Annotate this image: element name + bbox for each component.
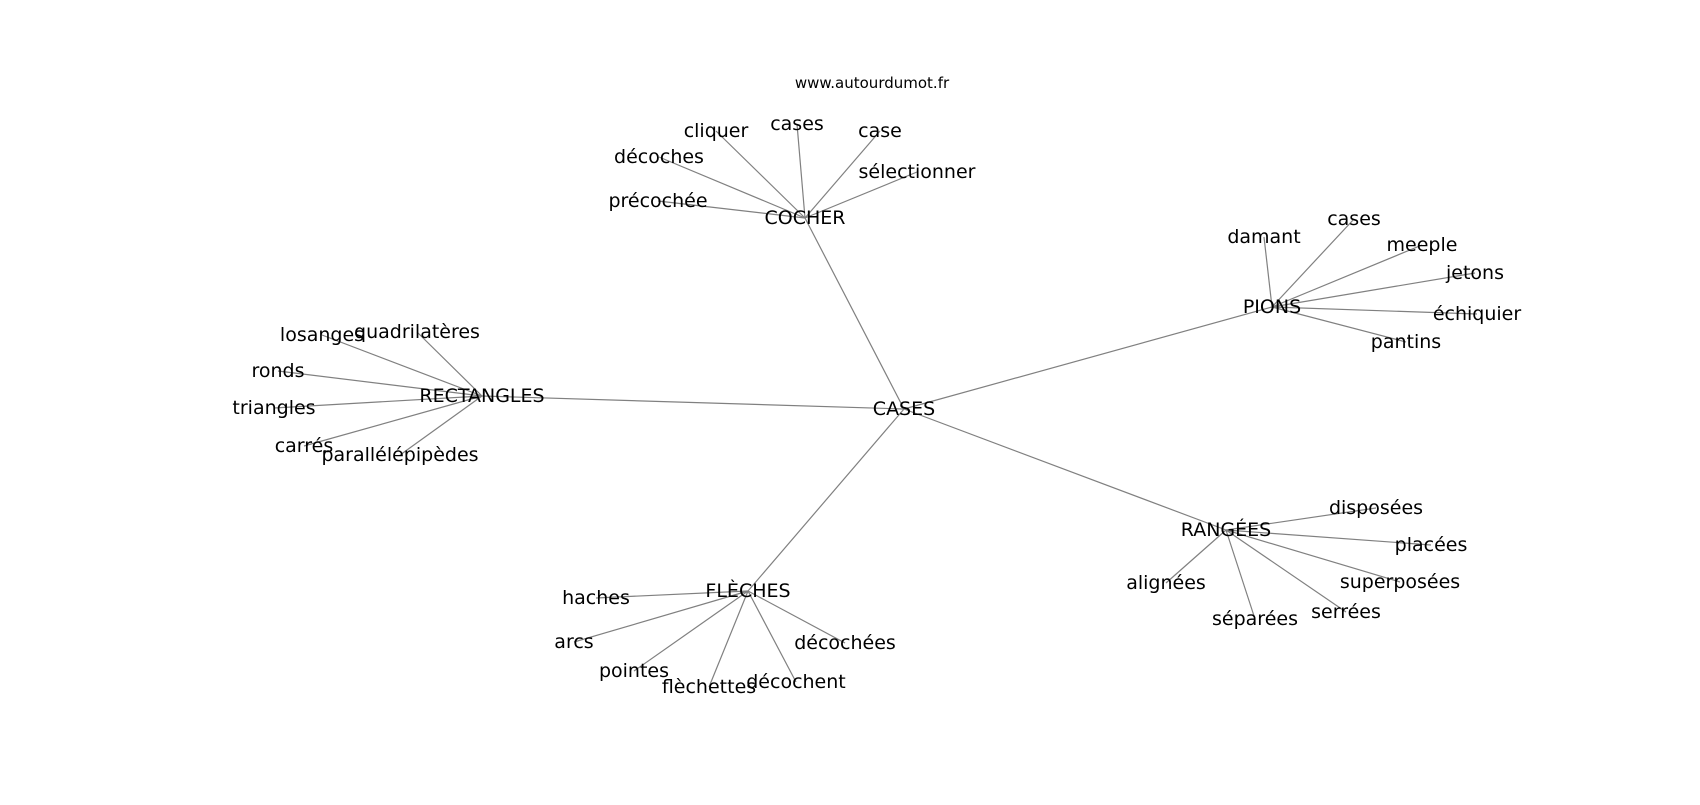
site-url: www.autourdumot.fr [795,74,950,92]
edge-ranges-leaf [1225,529,1256,620]
edge-cocher-leaf [657,200,806,219]
edge-cocher-leaf [804,171,918,219]
edge-pions-leaf [1271,244,1423,308]
edge-ranges-leaf [1225,529,1347,613]
edge-fleches-leaf [747,590,846,644]
leaf-word-rectangles[interactable]: carrés [275,435,334,457]
edge-center-cocher [804,217,905,410]
edge-pions-leaf [1263,236,1273,308]
edge-cocher-leaf [658,156,806,219]
hub-word-cocher[interactable]: COCHER [765,207,846,229]
edge-pions-leaf [1271,306,1407,343]
leaf-word-pions[interactable]: cases [1327,208,1381,230]
leaf-word-cocher[interactable]: cases [770,113,824,135]
leaf-word-pions[interactable]: jetons [1445,262,1504,284]
edge-rectangles-leaf [303,395,483,447]
leaf-word-ranges[interactable]: séparées [1212,608,1298,630]
leaf-word-ranges[interactable]: serrées [1311,601,1381,623]
edge-fleches-leaf [708,590,749,688]
edge-cocher-leaf [715,130,806,219]
edge-cocher-leaf [804,130,881,219]
edge-rectangles-leaf [399,395,483,456]
leaf-word-rectangles[interactable]: ronds [251,360,304,382]
leaf-word-rectangles[interactable]: quadrilatères [354,321,480,343]
edge-center-fleches [747,408,905,592]
leaf-word-fleches[interactable]: haches [562,587,630,609]
leaf-word-fleches[interactable]: flèchettes [662,676,756,698]
graph-labels: cliquer cases case décoches sélectionner préc… [232,113,1521,698]
leaf-word-ranges[interactable]: placées [1395,534,1468,556]
hub-word-ranges[interactable]: RANGÉES [1181,518,1271,541]
edge-fleches-leaf [747,590,797,683]
edge-ranges-leaf [1165,529,1227,584]
edge-pions-leaf [1271,218,1355,308]
edge-fleches-leaf [595,590,749,599]
edge-rectangles-leaf [321,334,483,397]
leaf-word-fleches[interactable]: décochées [794,632,896,654]
leaf-word-cocher[interactable]: précochée [608,190,707,212]
hub-word-pions[interactable]: PIONS [1243,296,1301,318]
edge-rectangles-leaf [277,370,483,397]
leaf-word-rectangles[interactable]: triangles [232,397,315,419]
leaf-word-ranges[interactable]: alignées [1126,572,1206,594]
leaf-word-fleches[interactable]: arcs [554,631,593,653]
edge-rectangles-leaf [416,331,483,397]
edge-fleches-leaf [573,590,749,643]
leaf-word-pions[interactable]: pantins [1371,331,1441,353]
edge-center-ranges [903,408,1227,531]
leaf-word-rectangles[interactable]: parallélépipèdes [321,444,478,466]
leaf-word-cocher[interactable]: sélectionner [859,161,976,183]
edge-center-pions [903,306,1273,410]
leaf-word-cocher[interactable]: case [858,120,902,142]
edge-ranges-leaf [1225,529,1401,583]
hub-word-rectangles[interactable]: RECTANGLES [419,385,544,407]
edge-ranges-leaf [1225,529,1432,546]
edge-rectangles-leaf [273,395,483,409]
leaf-word-cocher[interactable]: cliquer [684,120,749,142]
leaf-word-fleches[interactable]: décochent [746,671,846,693]
edge-cocher-leaf [796,123,806,219]
edge-ranges-leaf [1225,507,1377,531]
leaf-word-pions[interactable]: damant [1227,226,1300,248]
hub-word-fleches[interactable]: FLÈCHES [705,579,790,602]
center-word[interactable]: CASES [873,398,935,420]
leaf-word-ranges[interactable]: disposées [1329,497,1423,519]
leaf-word-ranges[interactable]: superposées [1340,571,1460,593]
leaf-word-fleches[interactable]: pointes [599,660,669,682]
edge-fleches-leaf [633,590,749,672]
leaf-word-pions[interactable]: meeple [1387,234,1458,256]
leaf-word-pions[interactable]: échiquier [1433,303,1522,325]
graph-edges [273,123,1478,688]
edge-center-rectangles [481,395,905,410]
leaf-word-cocher[interactable]: décoches [614,146,704,168]
leaf-word-rectangles[interactable]: losanges [280,324,364,346]
edge-pions-leaf [1271,272,1476,308]
edge-pions-leaf [1271,306,1478,315]
